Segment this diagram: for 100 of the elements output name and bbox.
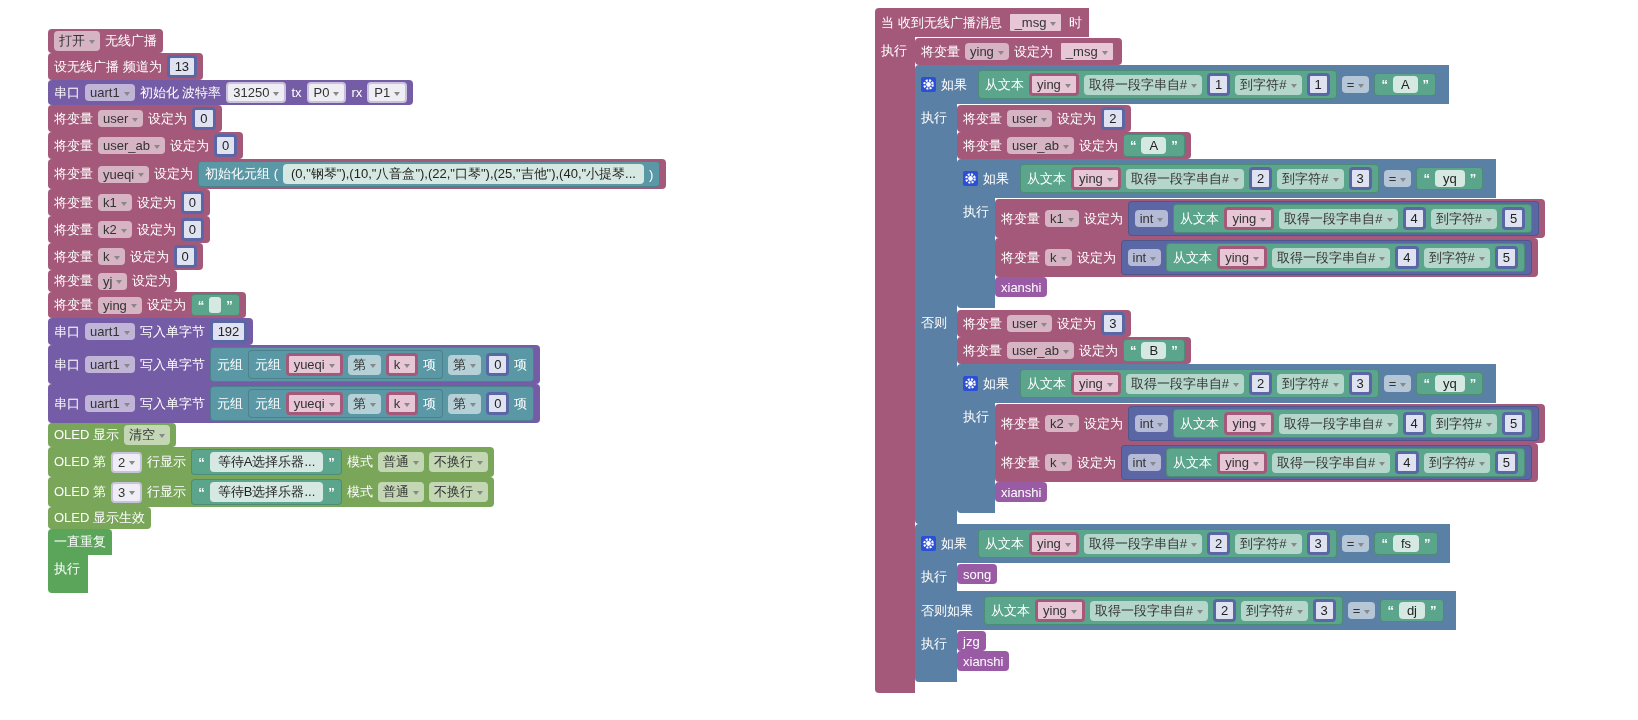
block-label: 将变量	[54, 220, 93, 239]
text-field: A	[1392, 76, 1418, 93]
dropdown-field: P1	[367, 82, 408, 103]
number-field: 0	[486, 392, 510, 415]
number-field: 0	[192, 107, 216, 130]
dropdown-field: k2	[1045, 415, 1079, 432]
block-label: 元组	[216, 355, 243, 374]
block-label: 设定为	[136, 220, 176, 239]
statement-block	[48, 105, 222, 132]
statement-block	[48, 53, 204, 80]
dropdown-field: 2	[111, 451, 143, 473]
block-label: xianshi	[1001, 279, 1042, 295]
block-label: 设定为	[1079, 136, 1118, 155]
text-field: dj	[1398, 602, 1425, 619]
dropdown-field: k	[1045, 454, 1072, 471]
dropdown-field: int	[1134, 210, 1169, 227]
number-field: 3	[1348, 167, 1372, 190]
number-field: 192	[209, 320, 248, 343]
dropdown-field: k1	[1045, 210, 1079, 227]
dropdown-field: 打开	[54, 31, 100, 51]
block-label: 项	[423, 394, 437, 413]
dropdown-field: 普通	[377, 452, 424, 472]
text-block	[1380, 599, 1444, 622]
statement-block	[995, 238, 1539, 277]
block-label: 将变量	[54, 109, 93, 128]
number-field: 0	[173, 245, 197, 268]
procedure-block	[957, 631, 986, 651]
value-block	[247, 350, 444, 379]
block-label: 行显示	[147, 483, 187, 501]
statement-block	[48, 292, 246, 318]
dropdown-field: 到字符#	[1241, 600, 1308, 621]
text-field: 等待B选择乐器...	[209, 482, 324, 502]
block-label: 设定为	[148, 109, 188, 128]
block-label: 否则	[921, 315, 947, 330]
block-label: 一直重复	[54, 533, 106, 551]
dropdown-field: yj	[98, 272, 128, 290]
quote-mark: “	[198, 454, 205, 470]
number-field: 2	[1101, 107, 1125, 130]
number-field: 2	[1213, 599, 1237, 622]
number-field: 0	[214, 134, 238, 157]
dropdown-field: 取得一段字串自#	[1125, 168, 1245, 189]
block-label: 写入单字节	[139, 322, 205, 341]
number-field: 3	[1306, 532, 1330, 555]
dropdown-field: =	[1383, 170, 1412, 187]
block-label: 从文本	[1173, 453, 1213, 472]
block-label: 否则如果	[921, 601, 973, 620]
if-block	[915, 65, 1546, 524]
text-field: yq	[1434, 170, 1465, 187]
dropdown-field: user_ab	[98, 137, 165, 154]
quote-mark: ”	[328, 484, 335, 500]
block-label: 设定为	[1013, 42, 1053, 61]
block-label: 将变量	[921, 42, 960, 61]
block-label: 执行	[54, 561, 80, 576]
dropdown-field: ying	[965, 43, 1009, 60]
statement-block	[48, 29, 163, 53]
quote-mark: “	[198, 484, 205, 500]
statement-block	[957, 105, 1131, 132]
procedure-block	[957, 564, 998, 584]
block-label: 设定为	[1079, 341, 1118, 360]
dropdown-field: k2	[98, 221, 132, 238]
dropdown-field: 到字符#	[1235, 74, 1302, 95]
dropdown-field: 到字符#	[1277, 168, 1344, 189]
quote-mark: ”	[1469, 171, 1477, 186]
number-field: 3	[1101, 312, 1125, 335]
dropdown-field: 取得一段字串自#	[1083, 533, 1203, 554]
quote-mark: “	[1387, 603, 1394, 618]
block-label: 项	[514, 355, 528, 374]
dropdown-field: 取得一段字串自#	[1083, 74, 1203, 95]
block-label: OLED 第	[54, 453, 106, 471]
block-label: 模式	[346, 483, 373, 501]
variable-field: ying	[1029, 532, 1079, 555]
value-block	[1020, 164, 1379, 193]
statement-block	[957, 132, 1191, 159]
variable-field: ying	[1224, 412, 1275, 435]
loop-block	[48, 529, 112, 593]
text-block	[191, 449, 342, 475]
variable-field: ying	[1224, 207, 1275, 230]
quote-mark: “	[1130, 138, 1137, 153]
block-label: 设定为	[154, 165, 194, 183]
variable-field: ying	[1071, 167, 1121, 190]
text-field: 等待A选择乐器...	[209, 452, 324, 472]
value-block	[198, 161, 661, 187]
dropdown-field: 到字符#	[1423, 452, 1490, 473]
value-block	[1127, 201, 1540, 236]
variable-field: k	[385, 392, 419, 415]
dropdown-field: 第	[448, 393, 482, 414]
block-label: 设定为	[1083, 209, 1123, 228]
dropdown-field: yueqi	[98, 165, 150, 183]
dropdown-field: 31250	[226, 82, 287, 103]
dropdown-field: k	[98, 248, 125, 265]
block-label: )	[648, 166, 654, 182]
dropdown-field: 取得一段字串自#	[1279, 208, 1398, 229]
number-field: 3	[1312, 599, 1336, 622]
block-label: 执行	[881, 43, 907, 58]
number-field: 1	[1207, 73, 1231, 96]
text-block	[1374, 532, 1438, 555]
block-label: 设定为	[1076, 248, 1116, 267]
value-block	[209, 347, 535, 382]
block-label: 执行	[963, 409, 989, 424]
number-field: 4	[1402, 207, 1426, 230]
